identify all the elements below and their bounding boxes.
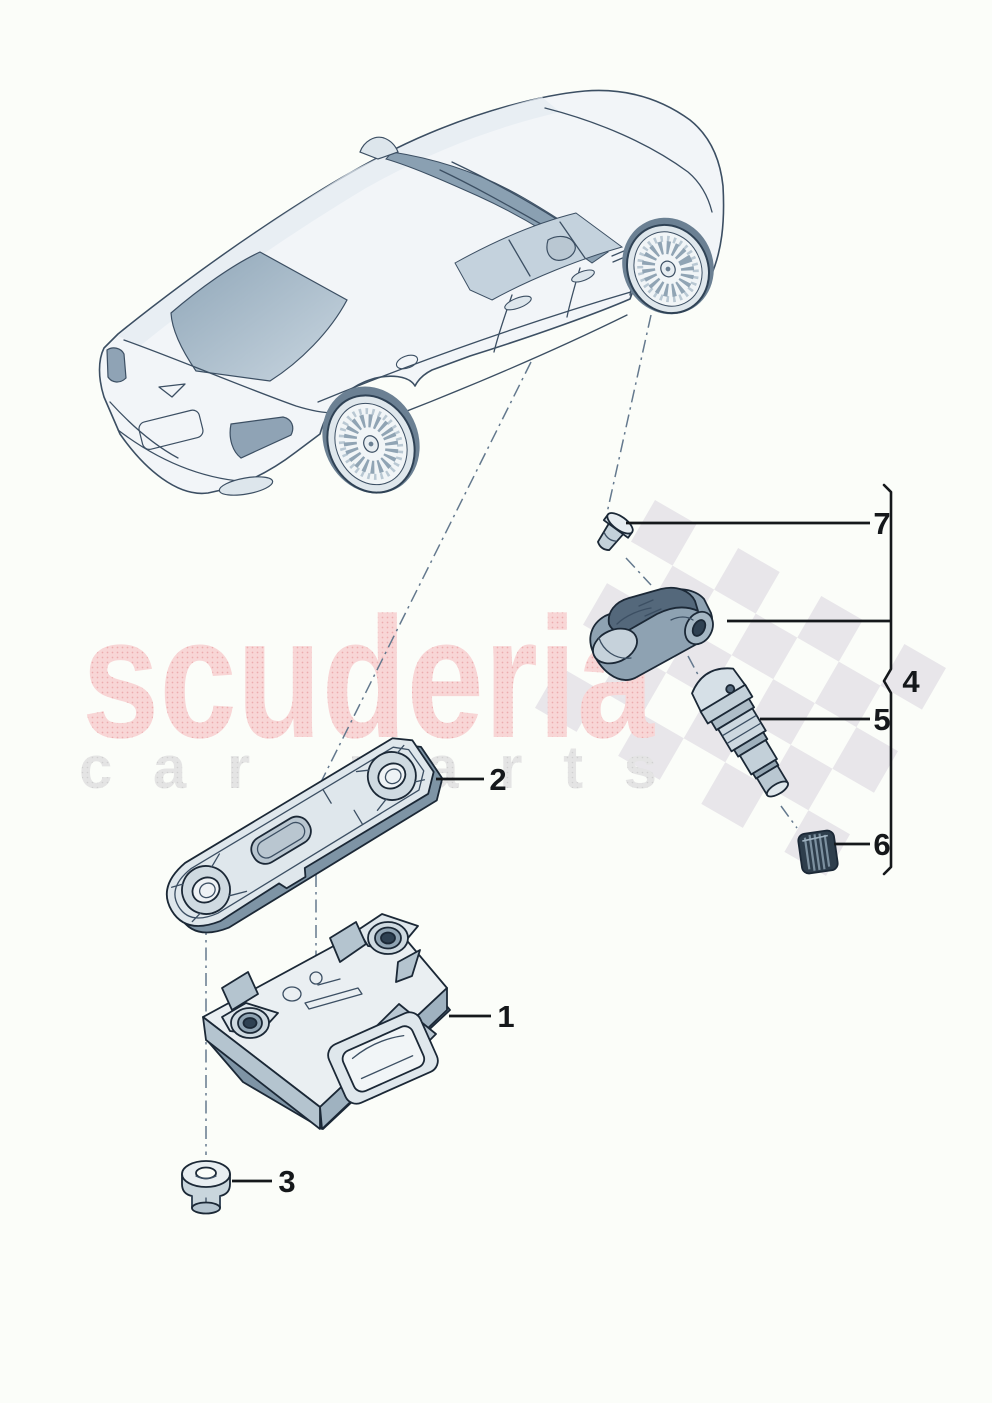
callout-4[interactable]: 4 [902,664,920,699]
car-side-glass [454,212,624,301]
callout-leader-lines [232,483,893,1183]
car-antenna-fin [359,136,399,160]
brand-watermark-text: scuderia [82,582,655,774]
car-roof-seams [439,161,559,229]
car-front-wheel [625,223,711,315]
car-taillight-left [106,347,127,383]
axis-wheel-to-cap [606,314,652,514]
car-window-pillars [508,221,586,277]
callout-2[interactable]: 2 [489,762,506,797]
part-4-tpms-sensor[interactable] [587,586,718,681]
part-2-bracket[interactable] [154,727,451,948]
car-rear-window [170,251,348,382]
part-6-knurled-cap[interactable] [797,829,839,875]
callout-3[interactable]: 3 [278,1164,295,1199]
part-1-control-module[interactable] [202,913,451,1130]
callout-6[interactable]: 6 [873,827,890,862]
part-7-valve-cap[interactable] [590,509,636,557]
callout-1[interactable]: 1 [497,999,514,1034]
car-door-handle-front [571,269,595,283]
axis-stem-to-cap6 [780,805,798,829]
car-illustration [98,89,725,496]
callout-5[interactable]: 5 [873,702,890,737]
car-fuel-cap [395,354,419,370]
car-exhaust [218,476,274,496]
axis-car-to-bracket [303,361,532,817]
car-rear-wheel [326,394,416,494]
car-roof-shading [118,97,560,346]
part-5-valve-stem[interactable] [686,660,803,807]
car-mirror [546,235,576,261]
car-taillight-right [229,416,294,459]
car-rear-badge [158,383,186,398]
car-license-recess [138,409,204,450]
group-bracket-4 [882,483,893,876]
axis-cap-to-sensor [625,557,652,586]
car-door-handle-rear [504,295,532,311]
part-3-nut[interactable] [181,1160,231,1215]
callout-7[interactable]: 7 [873,506,890,541]
